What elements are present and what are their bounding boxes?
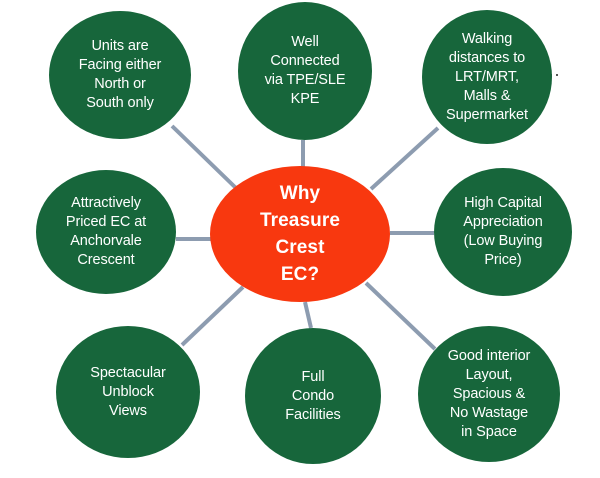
spoke-node-spectacular-unblock-views[interactable]: Spectacular Unblock Views: [56, 326, 200, 458]
spoke-node-good-interior[interactable]: Good interior Layout, Spacious & No Wast…: [418, 326, 560, 462]
spoke-node-walking-distances[interactable]: Walking distances to LRT/MRT, Malls & Su…: [422, 10, 552, 144]
center-node-label: Why Treasure Crest EC?: [259, 183, 341, 285]
spoke-node-label: Full Condo Facilities: [285, 368, 341, 423]
spoke-node-well-connected[interactable]: Well Connected via TPE/SLE KPE: [238, 2, 372, 140]
connector-spectacular-unblock-views: [180, 285, 245, 347]
spoke-node-units-facing[interactable]: Units are Facing either North or South o…: [49, 11, 191, 139]
spoke-node-label: Units are Facing either North or South o…: [78, 38, 162, 111]
spoke-node-label: Attractively Priced EC at Anchorvale Cre…: [65, 195, 147, 268]
scan-artifact-dot-2: [556, 74, 558, 76]
spoke-node-label: Walking distances to LRT/MRT, Malls & Su…: [446, 30, 528, 123]
spoke-node-label: High Capital Appreciation (Low Buying Pr…: [463, 195, 543, 268]
spoke-node-label: Spectacular Unblock Views: [90, 364, 166, 419]
connector-good-interior: [364, 281, 437, 351]
spoke-node-high-capital-appreciation[interactable]: High Capital Appreciation (Low Buying Pr…: [434, 168, 572, 296]
spoke-node-label: Good interior Layout, Spacious & No Wast…: [447, 347, 531, 440]
center-node-why-treasure-crest-ec[interactable]: Why Treasure Crest EC?: [210, 166, 390, 302]
spoke-node-label: Well Connected via TPE/SLE KPE: [264, 34, 346, 107]
spoke-node-full-condo-facilities[interactable]: Full Condo Facilities: [245, 328, 381, 464]
spoke-node-attractively-priced[interactable]: Attractively Priced EC at Anchorvale Cre…: [36, 170, 176, 294]
connector-full-condo-facilities: [303, 301, 313, 329]
